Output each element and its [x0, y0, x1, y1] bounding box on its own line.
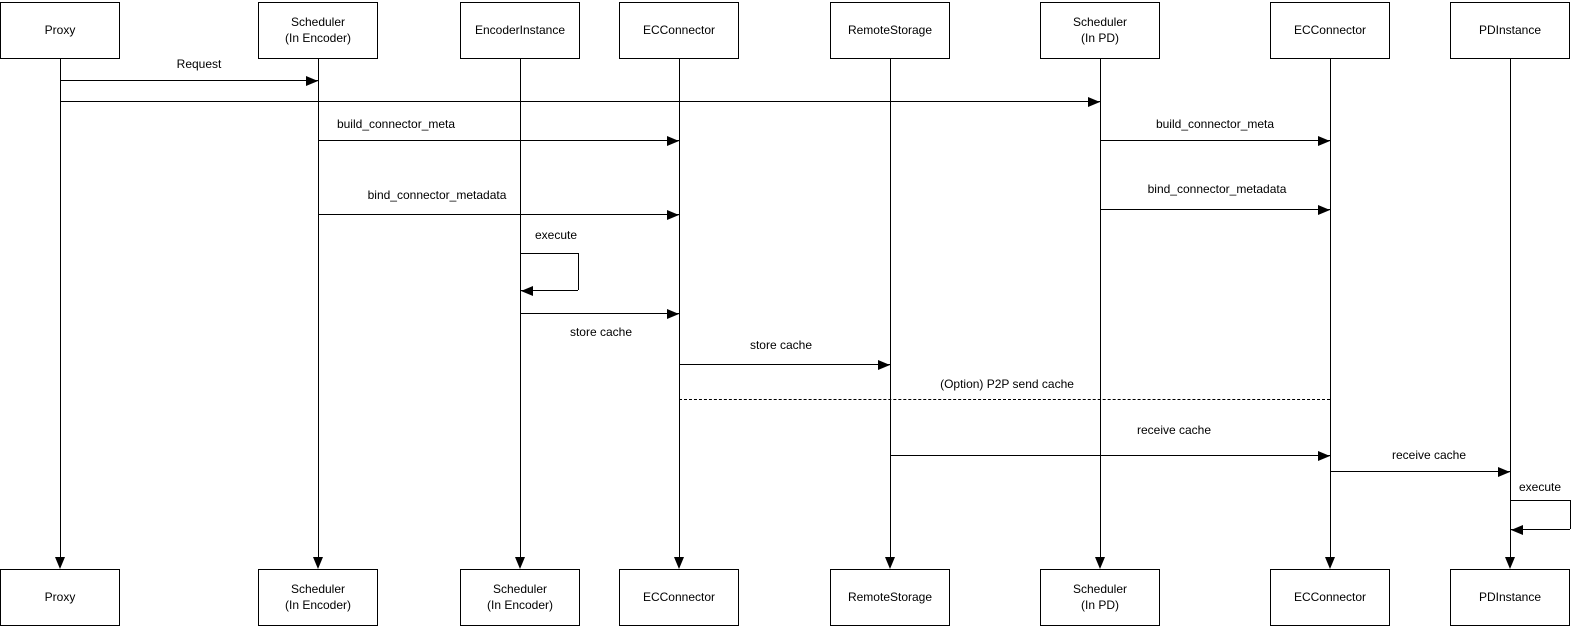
participant-box-bottom: Scheduler (In Encoder) [258, 569, 378, 626]
self-message-arrowhead-icon [1511, 525, 1523, 535]
message-label: store cache [569, 325, 633, 339]
participant-box-bottom: ECConnector [619, 569, 739, 626]
message-arrowhead-icon [667, 210, 679, 220]
participant-box-top: RemoteStorage [830, 2, 950, 59]
lifeline [679, 59, 680, 557]
self-message-bottom-line [1510, 529, 1570, 530]
message-arrowhead-icon [306, 76, 318, 86]
participant-box-top: PDInstance [1450, 2, 1570, 59]
self-message-label: execute [534, 228, 578, 242]
self-message-label: execute [1518, 480, 1562, 494]
message-arrowhead-icon [667, 309, 679, 319]
message-line [520, 313, 679, 314]
message-line [679, 364, 890, 365]
message-label: bind_connector_metadata [1147, 182, 1287, 196]
message-arrowhead-icon [1318, 205, 1330, 215]
message-line [1100, 209, 1330, 210]
participant-box-top: Scheduler (In PD) [1040, 2, 1160, 59]
lifeline [520, 59, 521, 557]
message-arrowhead-icon [1318, 136, 1330, 146]
self-message-bottom-line [520, 290, 578, 291]
self-message-right-line [578, 253, 579, 290]
message-line [318, 214, 679, 215]
message-line [60, 80, 318, 81]
self-message-top-line [520, 253, 578, 254]
message-label: receive cache [1136, 423, 1212, 437]
lifeline-arrowhead-icon [674, 557, 684, 569]
self-message-right-line [1570, 500, 1571, 529]
participant-box-top: EncoderInstance [460, 2, 580, 59]
message-line [318, 140, 679, 141]
self-message-arrowhead-icon [521, 286, 533, 296]
participant-box-bottom: RemoteStorage [830, 569, 950, 626]
message-arrowhead-icon [1088, 97, 1100, 107]
participant-box-top: Proxy [0, 2, 120, 59]
message-line [60, 101, 1100, 102]
lifeline [60, 59, 61, 557]
message-label: Request [176, 57, 222, 71]
message-line [890, 455, 1330, 456]
lifeline-arrowhead-icon [885, 557, 895, 569]
message-label: store cache [749, 338, 813, 352]
message-line [1330, 471, 1510, 472]
participant-box-bottom: ECConnector [1270, 569, 1390, 626]
lifeline-arrowhead-icon [1505, 557, 1515, 569]
lifeline-arrowhead-icon [55, 557, 65, 569]
participant-box-bottom: PDInstance [1450, 569, 1570, 626]
message-line [679, 399, 1330, 400]
lifeline-arrowhead-icon [1095, 557, 1105, 569]
message-arrowhead-icon [667, 136, 679, 146]
participant-box-top: ECConnector [1270, 2, 1390, 59]
message-label: build_connector_meta [1155, 117, 1275, 131]
message-arrowhead-icon [878, 360, 890, 370]
message-label: receive cache [1391, 448, 1467, 462]
participant-box-bottom: Proxy [0, 569, 120, 626]
lifeline [1510, 59, 1511, 557]
lifeline [1330, 59, 1331, 557]
lifeline-arrowhead-icon [1325, 557, 1335, 569]
participant-box-bottom: Scheduler (In Encoder) [460, 569, 580, 626]
message-label: (Option) P2P send cache [940, 377, 1074, 391]
lifeline-arrowhead-icon [313, 557, 323, 569]
participant-box-top: Scheduler (In Encoder) [258, 2, 378, 59]
lifeline [1100, 59, 1101, 557]
message-label: bind_connector_metadata [367, 188, 507, 202]
participant-box-top: ECConnector [619, 2, 739, 59]
lifeline [318, 59, 319, 557]
message-line [1100, 140, 1330, 141]
message-label: build_connector_meta [336, 117, 456, 131]
lifeline [890, 59, 891, 557]
message-arrowhead-icon [1318, 451, 1330, 461]
self-message-top-line [1510, 500, 1570, 501]
participant-box-bottom: Scheduler (In PD) [1040, 569, 1160, 626]
lifeline-arrowhead-icon [515, 557, 525, 569]
message-arrowhead-icon [1498, 467, 1510, 477]
